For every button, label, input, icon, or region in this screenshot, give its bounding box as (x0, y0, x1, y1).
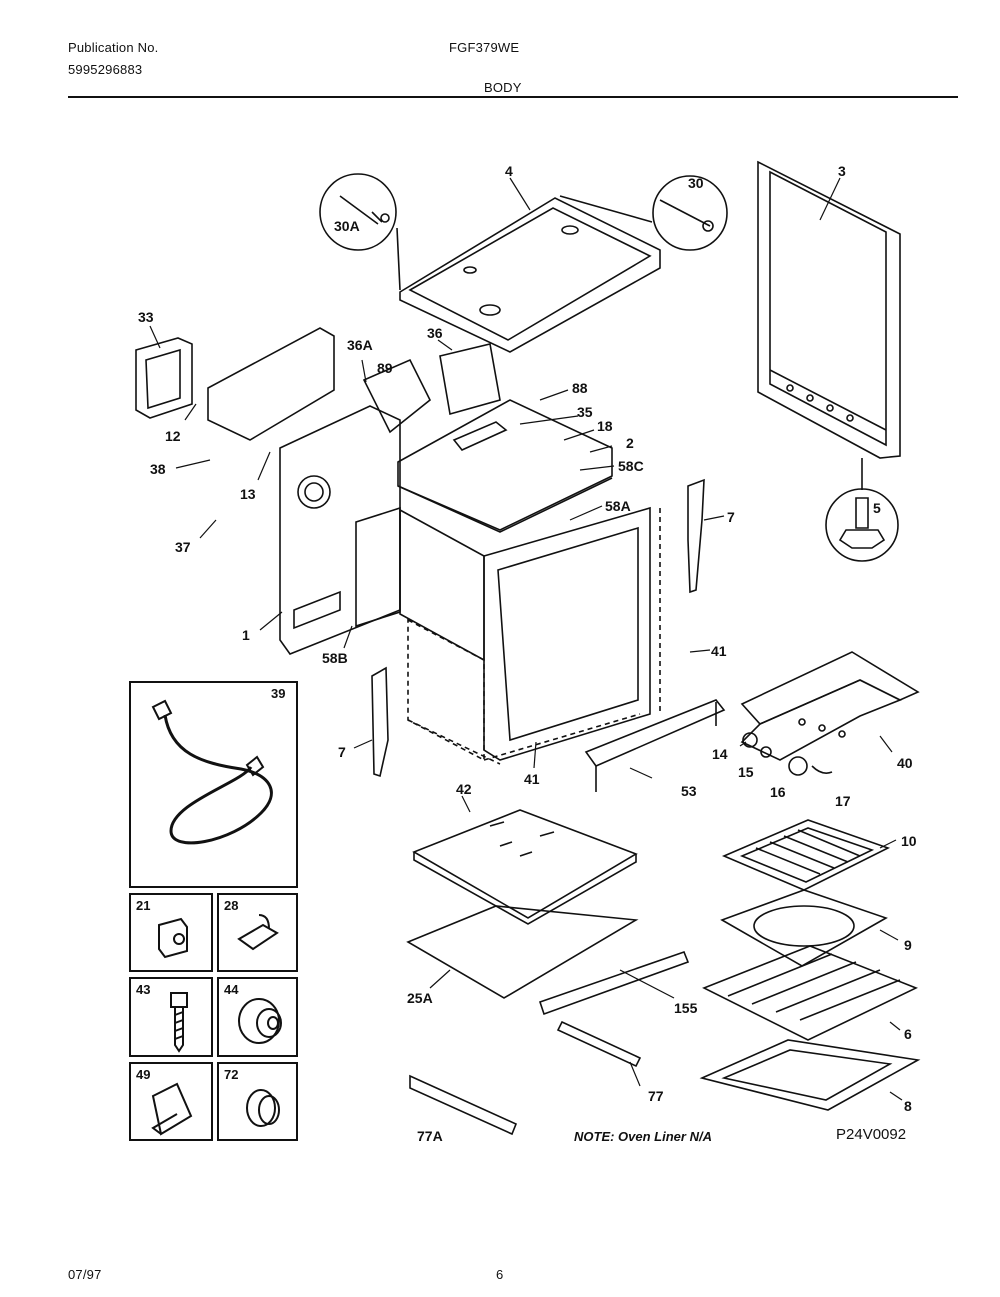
cord-inset-box: 39 (129, 681, 298, 888)
detail-circles (319, 173, 728, 291)
igniter-parts (742, 732, 833, 776)
footer-date: 07/97 (68, 1267, 102, 1282)
callout-7-upper: 7 (727, 509, 735, 525)
callout-58B: 58B (322, 650, 348, 666)
callout-8: 8 (904, 1098, 912, 1114)
header-rule (68, 96, 958, 98)
publication-number: 5995296883 (68, 62, 143, 77)
callout-33: 33 (138, 309, 154, 325)
callout-36A: 36A (347, 337, 373, 353)
callout-9: 9 (904, 937, 912, 953)
callout-155: 155 (674, 1000, 698, 1016)
cooktop-slab (397, 399, 613, 533)
part-box-21: 21 (129, 893, 213, 972)
power-cord-icon (151, 699, 273, 845)
callout-12: 12 (165, 428, 181, 444)
bracket-33 (135, 337, 193, 419)
callout-2: 2 (626, 435, 634, 451)
back-frame (757, 160, 901, 459)
callout-37: 37 (175, 539, 191, 555)
callout-36: 36 (427, 325, 443, 341)
callout-77: 77 (648, 1088, 664, 1104)
callout-17: 17 (835, 793, 851, 809)
back-wall (207, 327, 501, 441)
callout-1: 1 (242, 627, 250, 643)
callout-30: 30 (688, 175, 704, 191)
lower-body-frame (407, 508, 661, 765)
callout-42: 42 (456, 781, 472, 797)
rail-53 (584, 699, 726, 792)
callout-14: 14 (712, 746, 728, 762)
broiler-grid-10 (721, 819, 891, 891)
callout-15: 15 (738, 764, 754, 780)
top-panel (399, 197, 661, 353)
model-number: FGF379WE (449, 40, 520, 55)
callout-40: 40 (897, 755, 913, 771)
callout-53: 53 (681, 783, 697, 799)
part-box-49: 49 (129, 1062, 213, 1141)
callout-16: 16 (770, 784, 786, 800)
diagram-id: P24V0092 (836, 1126, 907, 1143)
callout-4: 4 (505, 163, 513, 179)
callout-58A: 58A (605, 498, 631, 514)
part-number-43: 43 (136, 982, 151, 997)
callout-88: 88 (572, 380, 588, 396)
burner-rails (409, 950, 690, 1136)
bottom-pan-8 (699, 1039, 921, 1111)
oven-front-frame (355, 506, 651, 761)
callout-35: 35 (577, 404, 593, 420)
screw-icon (170, 992, 188, 1053)
part-box-28: 28 (217, 893, 298, 972)
part-number-44: 44 (224, 982, 239, 997)
cap-icon (246, 1089, 280, 1127)
spring-clip-icon (237, 914, 279, 951)
oven-bottom-42 (412, 809, 638, 925)
callout-18: 18 (597, 418, 613, 434)
part-box-43: 43 (129, 977, 213, 1057)
knob-icon (238, 998, 282, 1044)
callout-89: 89 (377, 360, 393, 376)
callout-3: 3 (838, 163, 846, 179)
callout-25A: 25A (407, 990, 433, 1006)
page-number: 6 (496, 1267, 504, 1282)
callout-6: 6 (904, 1026, 912, 1042)
part-box-72: 72 (217, 1062, 298, 1141)
cord-inset-number: 39 (271, 686, 286, 701)
callout-77A: 77A (417, 1128, 443, 1144)
oven-liner-note: NOTE: Oven Liner N/A (574, 1129, 712, 1144)
leader-lines (149, 177, 903, 1101)
part-number-49: 49 (136, 1067, 151, 1082)
burner-40 (740, 651, 920, 761)
oven-rack-6 (702, 945, 918, 1041)
publication-label: Publication No. (68, 40, 159, 55)
callout-41-lower: 41 (524, 771, 540, 787)
section-title: BODY (484, 80, 522, 95)
callout-58C: 58C (618, 458, 644, 474)
part-number-21: 21 (136, 898, 151, 913)
leveling-leg-detail (825, 458, 899, 562)
bottom-tray-25A (406, 905, 639, 999)
callout-38: 38 (150, 461, 166, 477)
part-box-44: 44 (217, 977, 298, 1057)
bracket-icon (151, 1082, 193, 1136)
callout-10: 10 (901, 833, 917, 849)
part-number-72: 72 (224, 1067, 239, 1082)
side-panel (279, 405, 401, 655)
callout-41-upper: 41 (711, 643, 727, 659)
side-brackets (371, 478, 705, 778)
broiler-pan-9 (720, 889, 888, 967)
part-number-28: 28 (224, 898, 239, 913)
callout-30A: 30A (334, 218, 360, 234)
callout-5: 5 (873, 500, 881, 516)
clip-icon (158, 917, 188, 959)
callout-7-lower: 7 (338, 744, 346, 760)
callout-13: 13 (240, 486, 256, 502)
